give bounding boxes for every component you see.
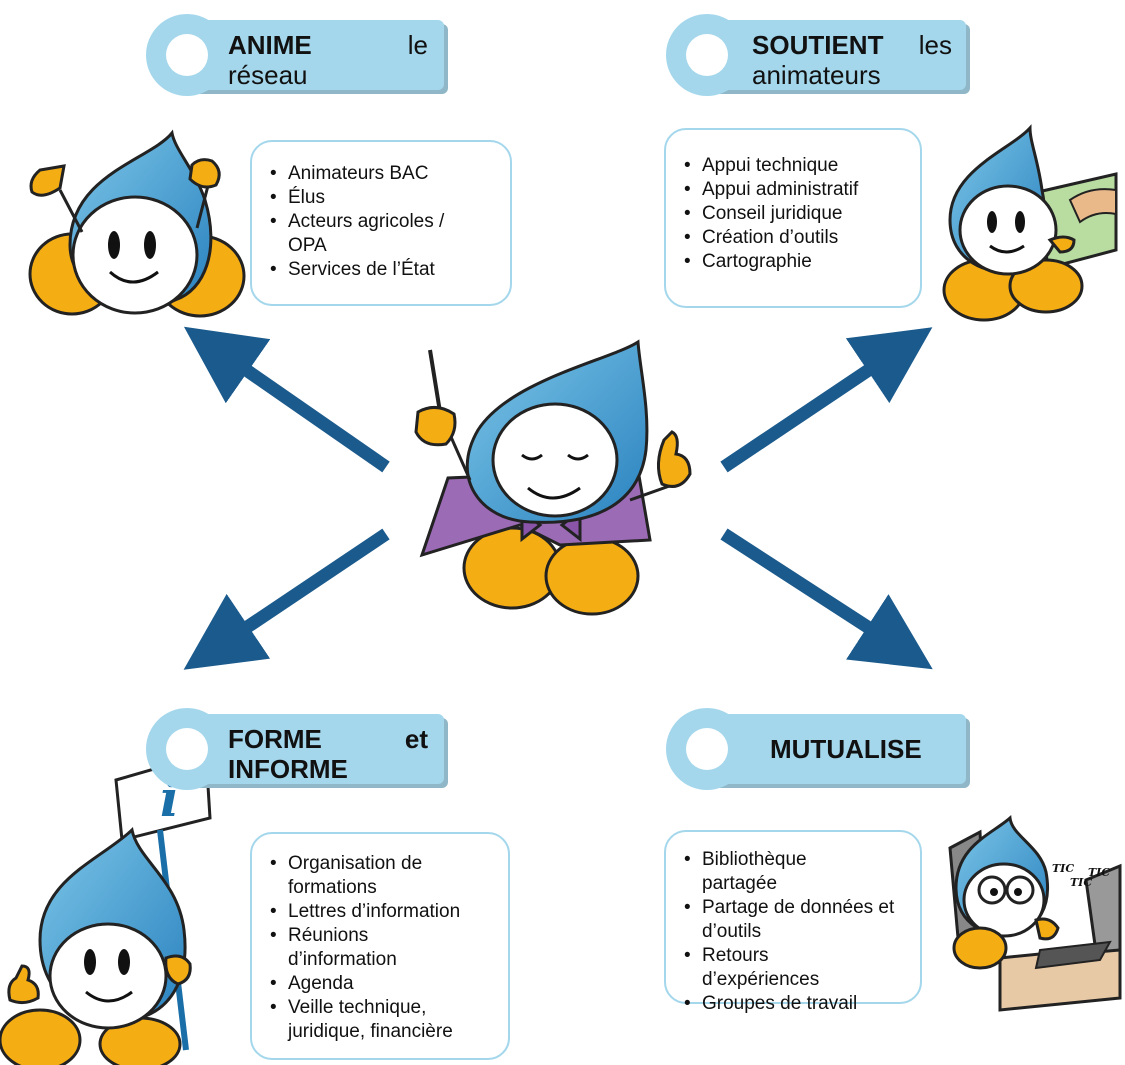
anime-title-word: le bbox=[407, 30, 428, 60]
soutient-items-list: Appui technique Appui administratif Cons… bbox=[680, 154, 910, 274]
anime-item-3: Acteurs agricoles / OPA bbox=[266, 210, 468, 258]
mutualise-items-list: Bibliothèque partagée Partage de données… bbox=[680, 848, 908, 1016]
cheering-mascot-illustration bbox=[28, 129, 246, 318]
forme-title-word: et bbox=[404, 724, 428, 754]
map-mascot-illustration bbox=[942, 124, 1118, 322]
arrow-bottom-left bbox=[183, 528, 390, 670]
typing-sound-text-3: TIC bbox=[1070, 876, 1092, 889]
soutient-item-5: Cartographie bbox=[680, 250, 910, 274]
soutient-banner-disc-icon bbox=[666, 14, 748, 96]
soutient-item-3: Conseil juridique bbox=[680, 202, 910, 226]
mutualise-title-bold: MUTUALISE bbox=[770, 734, 922, 764]
anime-title-bold: ANIME bbox=[228, 30, 312, 60]
anime-title-line2: réseau bbox=[228, 60, 308, 90]
soutient-title-bold: SOUTIENT bbox=[752, 30, 884, 60]
mutualise-item-2: Partage de données et d’outils bbox=[680, 896, 902, 944]
mutualise-banner: MUTUALISE bbox=[666, 708, 966, 790]
typing-sound-text-2: TIC bbox=[1088, 866, 1110, 879]
forme-item-2: Lettres d’information bbox=[266, 900, 494, 924]
forme-item-1: Organisation de formations bbox=[266, 852, 478, 900]
forme-title-bold-1: FORME bbox=[228, 724, 322, 754]
forme-items-box: Organisation de formations Lettres d’inf… bbox=[250, 832, 510, 1060]
anime-item-4: Services de l’État bbox=[266, 258, 496, 282]
anime-item-1: Animateurs BAC bbox=[266, 162, 496, 186]
conductor-mascot-illustration bbox=[414, 339, 692, 616]
mutualise-item-3: Retours d’expériences bbox=[680, 944, 852, 992]
forme-item-4: Agenda bbox=[266, 972, 494, 996]
anime-items-list: Animateurs BAC Élus Acteurs agricoles / … bbox=[266, 162, 496, 282]
forme-items-list: Organisation de formations Lettres d’inf… bbox=[266, 852, 494, 1044]
computer-mascot-illustration: TIC TIC TIC bbox=[948, 814, 1122, 1012]
soutient-title-word: les bbox=[918, 30, 952, 60]
typing-sound-text-1: TIC bbox=[1052, 862, 1074, 875]
forme-title: FORME et INFORME bbox=[228, 724, 428, 784]
forme-item-5: Veille technique, juridique, financière bbox=[266, 996, 488, 1044]
anime-title: ANIME le réseau bbox=[228, 30, 428, 90]
soutient-item-4: Création d’outils bbox=[680, 226, 910, 250]
anime-banner-disc-icon bbox=[146, 14, 228, 96]
mutualise-banner-disc-icon bbox=[666, 708, 748, 790]
forme-banner-disc-icon bbox=[146, 708, 228, 790]
mutualise-title: MUTUALISE bbox=[770, 734, 970, 764]
mutualise-item-1: Bibliothèque partagée bbox=[680, 848, 852, 896]
soutient-items-box: Appui technique Appui administratif Cons… bbox=[664, 128, 922, 308]
soutient-title: SOUTIENT les animateurs bbox=[752, 30, 952, 90]
forme-item-3: Réunions d’information bbox=[266, 924, 448, 972]
soutient-item-1: Appui technique bbox=[680, 154, 910, 178]
arrow-top-left bbox=[183, 326, 390, 473]
forme-title-bold-2: INFORME bbox=[228, 754, 348, 784]
mutualise-items-box: Bibliothèque partagée Partage de données… bbox=[664, 830, 922, 1016]
anime-items-box: Animateurs BAC Élus Acteurs agricoles / … bbox=[250, 140, 512, 306]
arrow-top-right bbox=[720, 327, 933, 473]
soutient-banner: SOUTIENT les animateurs bbox=[666, 14, 966, 96]
info-sign-mascot-illustration: i bbox=[0, 752, 212, 1065]
soutient-title-line2: animateurs bbox=[752, 60, 881, 90]
arrow-bottom-right bbox=[720, 528, 933, 670]
mutualise-item-4: Groupes de travail bbox=[680, 992, 908, 1016]
soutient-item-2: Appui administratif bbox=[680, 178, 910, 202]
anime-item-2: Élus bbox=[266, 186, 496, 210]
forme-banner: FORME et INFORME bbox=[146, 708, 446, 790]
anime-banner: ANIME le réseau bbox=[146, 14, 446, 96]
